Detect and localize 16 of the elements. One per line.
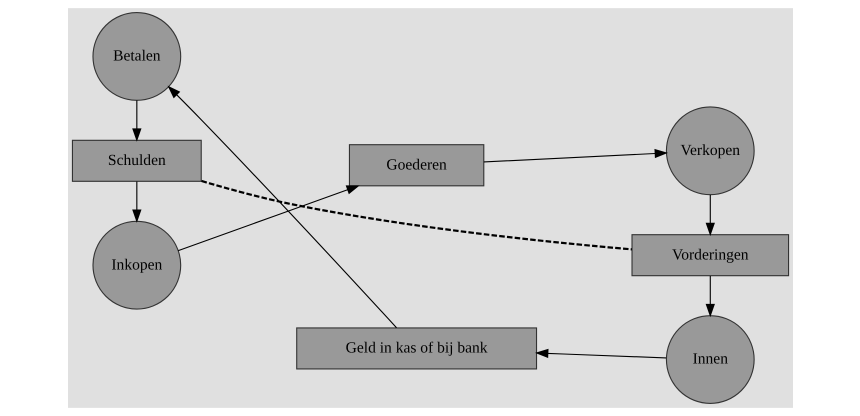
node-box: Vorderingen — [630, 234, 789, 276]
arrow — [534, 348, 666, 358]
arrow — [167, 86, 396, 328]
arrow — [705, 276, 714, 318]
arrow — [132, 100, 141, 142]
node-box: Geld in kas of bij bank — [296, 327, 537, 370]
arrow — [132, 182, 141, 223]
node-circle: Verkopen — [665, 106, 754, 196]
arrow — [483, 148, 668, 163]
arrow — [705, 194, 714, 236]
connector — [200, 180, 632, 250]
node-box: Goederen — [348, 144, 484, 186]
node-box: Schulden — [71, 140, 202, 182]
node-circle: Inkopen — [92, 220, 181, 310]
node-circle: Innen — [665, 315, 754, 404]
arrow — [178, 185, 360, 252]
